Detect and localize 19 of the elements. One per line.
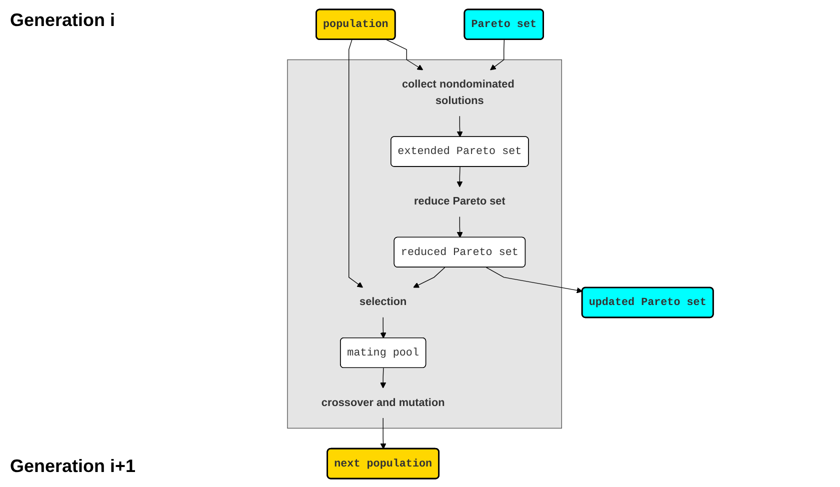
generation-label: Generation i: [10, 10, 116, 31]
arrow: [412, 266, 445, 288]
arrow: [486, 266, 582, 293]
node-text: collect nondominated solutions: [402, 78, 514, 106]
node-text: reduce Pareto set: [414, 195, 506, 207]
arrow: [380, 316, 386, 338]
arrow: [490, 38, 504, 70]
arrow: [380, 367, 386, 388]
arrow: [386, 38, 423, 70]
arrow: [456, 166, 462, 187]
flowchart: population Pareto set collect nondominated solutions extended Pareto set reduce Pareto set reduced Pareto set selection mating pool crossover and mutation next population updated Pareto set: [282, 4, 718, 484]
arrow: [380, 417, 386, 449]
generation-label: Generation i+1: [10, 456, 137, 477]
node-text: selection: [359, 296, 406, 308]
arrow: [456, 115, 463, 137]
cluster: [286, 58, 562, 428]
node-text: crossover and mutation: [321, 396, 444, 408]
arrow: [348, 38, 363, 288]
arrow: [456, 216, 463, 238]
